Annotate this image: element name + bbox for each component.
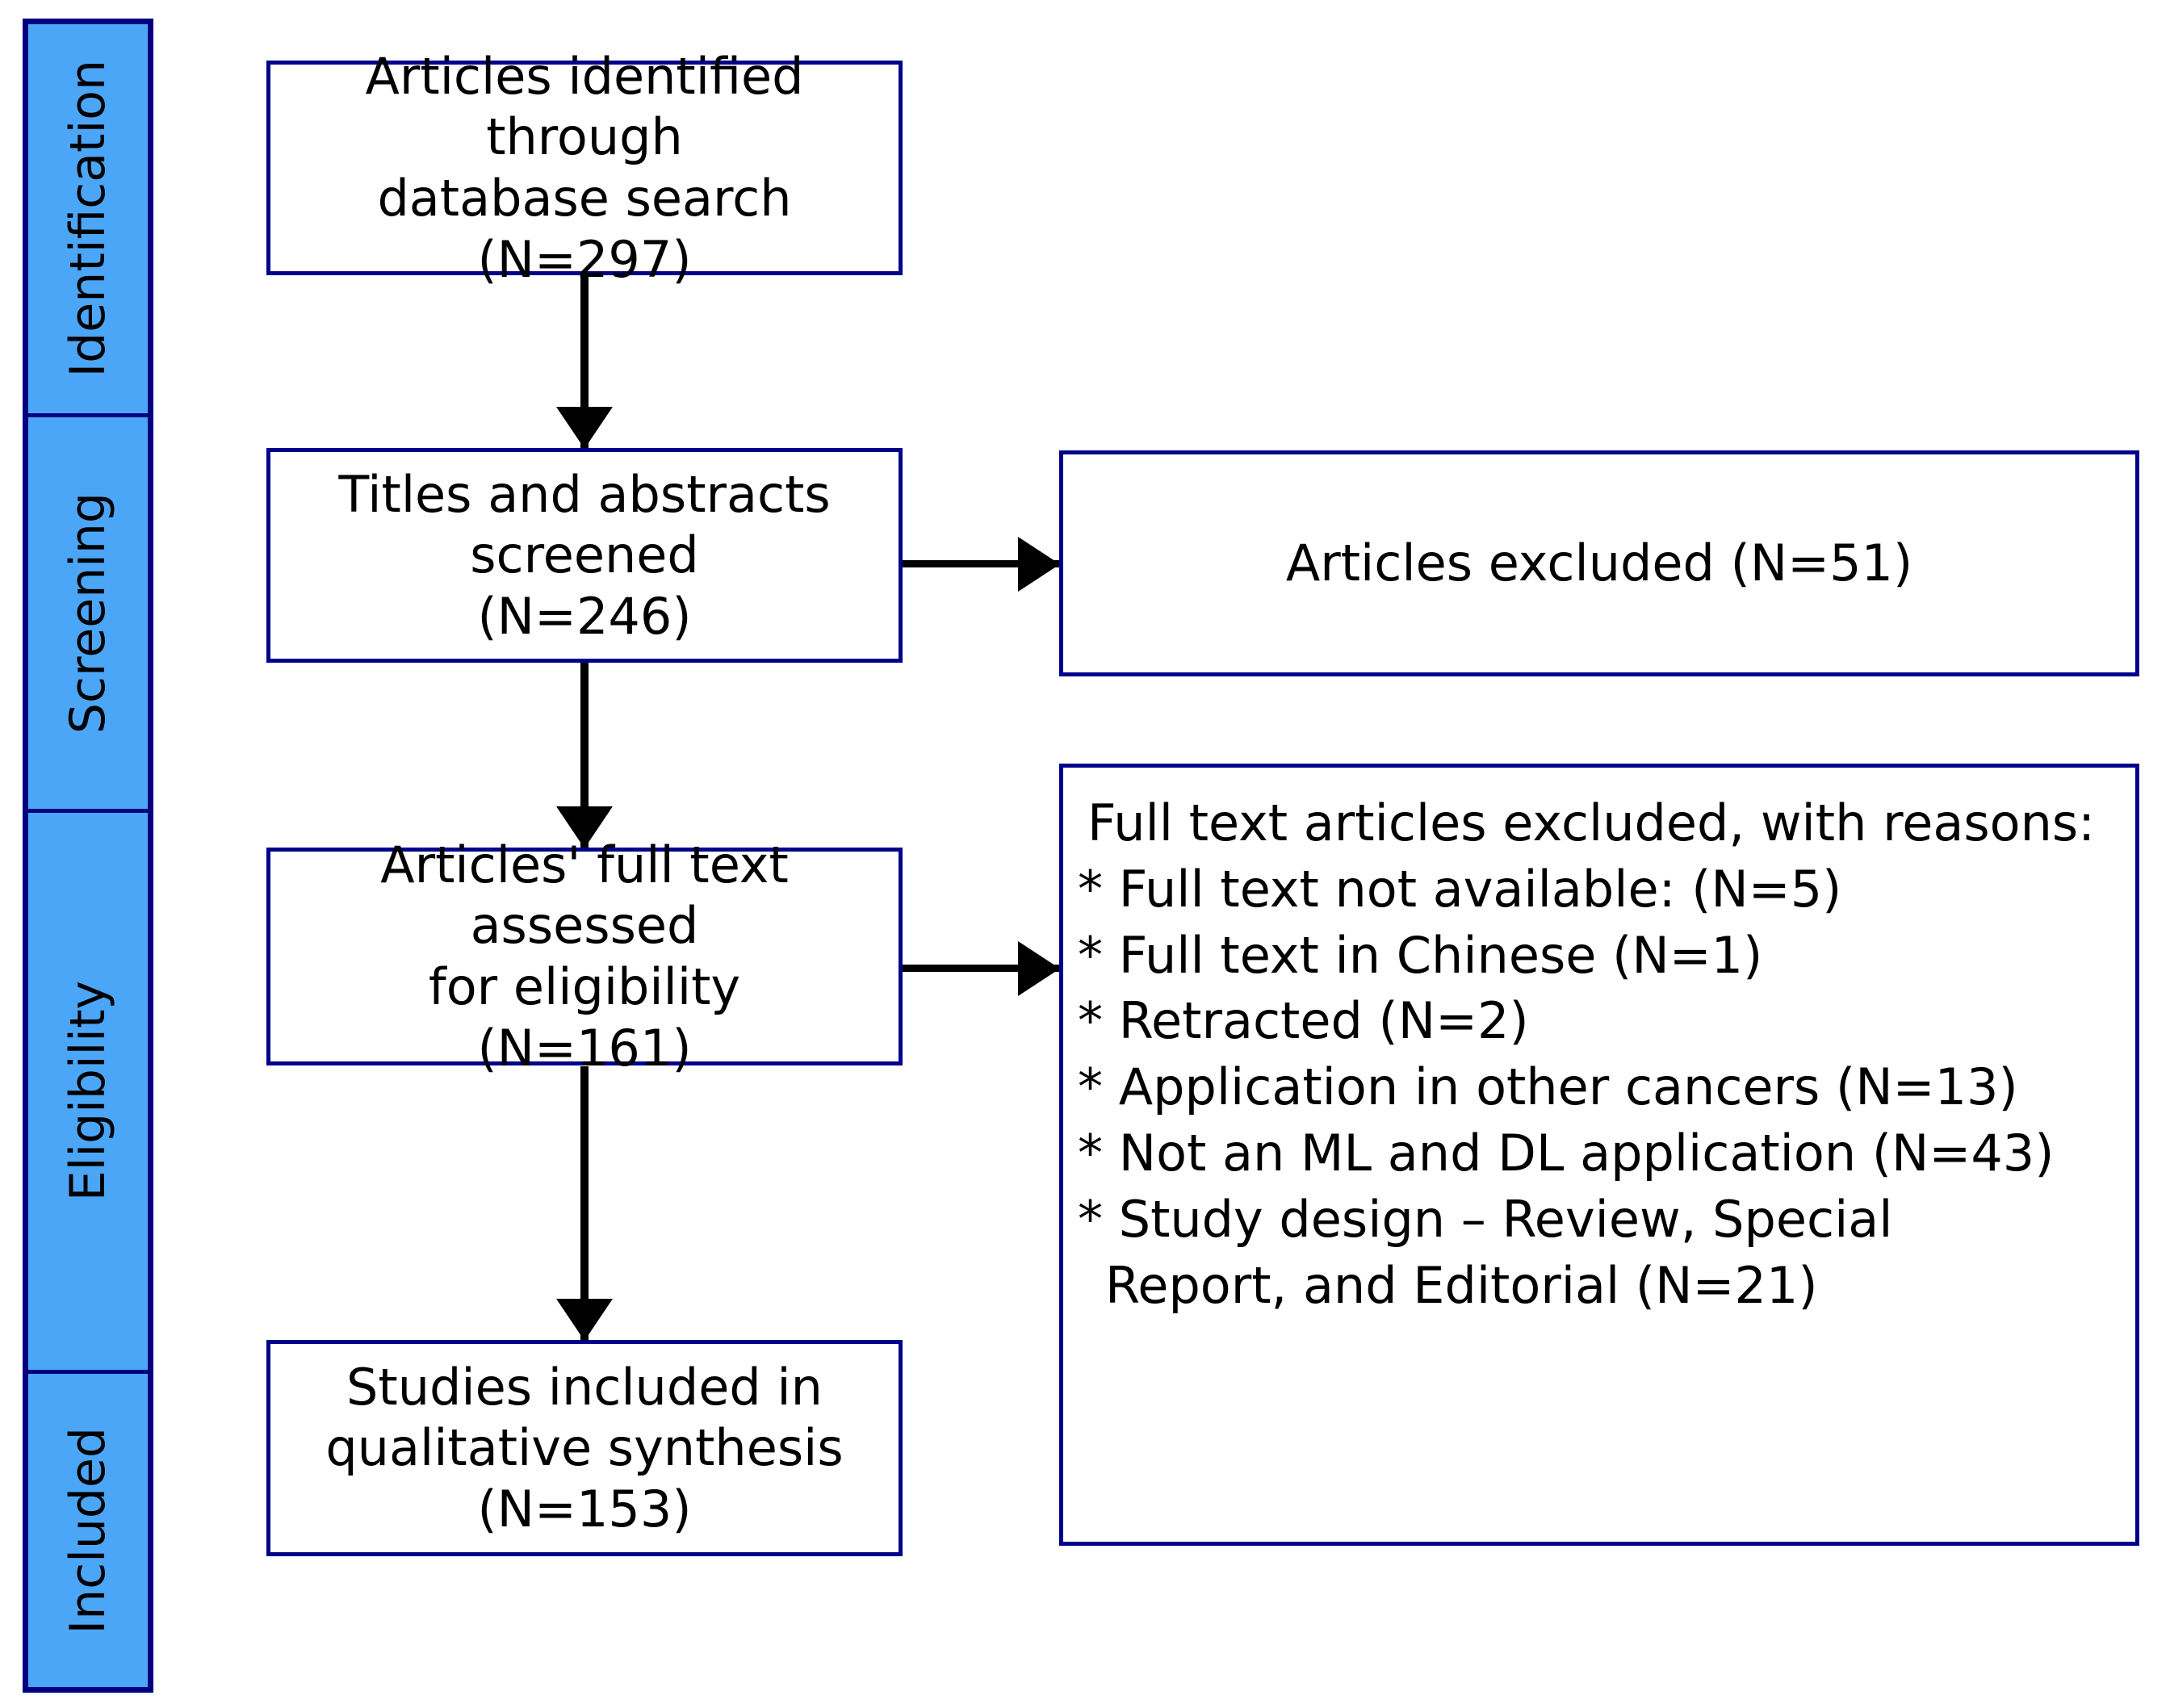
arrow-screened-to-assessed xyxy=(556,663,613,848)
exclusion-reason-item: * Full text not available: (N=5) xyxy=(1078,859,1842,919)
arrowhead-right-icon xyxy=(1018,940,1060,996)
exclusion-reason-item: * Not an ML and DL application (N=43) xyxy=(1078,1124,2055,1183)
stage-label-included: Included xyxy=(60,1426,116,1635)
exclusion-reason-item: * Retracted (N=2) xyxy=(1078,991,1529,1051)
stage-cell-screening: Screening xyxy=(28,417,148,813)
stage-cell-eligibility: Eligibility xyxy=(28,813,148,1374)
box-articles-identified: Articles identified through database sea… xyxy=(266,47,903,289)
box-full-text-excluded-reasons: Full text articles excluded, with reason… xyxy=(1059,764,2139,1546)
box-titles-abstracts-screened: Titles and abstracts screened (N=246) xyxy=(266,448,903,663)
box-studies-included-text: Studies included in qualitative synthesi… xyxy=(325,1357,844,1538)
box-articles-identified-text: Articles identified through database sea… xyxy=(365,46,804,289)
arrow-screened-to-excluded xyxy=(903,536,1060,592)
stage-label-screening: Screening xyxy=(60,492,116,735)
stage-cell-included: Included xyxy=(28,1374,148,1687)
exclusion-reason-item: * Full text in Chinese (N=1) xyxy=(1078,925,1763,985)
arrowhead-right-icon xyxy=(1018,536,1060,592)
arrowhead-down-icon xyxy=(556,407,613,449)
stage-sidebar: Identification Screening Eligibility Inc… xyxy=(23,19,153,1693)
arrow-assessed-to-excluded-reasons xyxy=(903,940,1060,996)
box-studies-included: Studies included in qualitative synthesi… xyxy=(266,1340,903,1556)
exclusion-reason-continuation: Report, and Editorial (N=21) xyxy=(1105,1255,1818,1315)
arrowhead-down-icon xyxy=(556,806,613,848)
arrow-assessed-to-included xyxy=(556,1066,613,1341)
exclusion-reason-list: Full text articles excluded, with reason… xyxy=(1078,790,2121,1319)
arrow-identified-to-screened xyxy=(556,275,613,449)
stage-label-eligibility: Eligibility xyxy=(60,981,116,1202)
exclusion-reason-item: * Study design – Review, Special xyxy=(1078,1189,1893,1249)
exclusion-reasons-title: Full text articles excluded, with reason… xyxy=(1087,793,2096,852)
box-full-text-assessed-text: Articles' full text assessed for eligibi… xyxy=(380,835,789,1078)
box-full-text-assessed: Articles' full text assessed for eligibi… xyxy=(266,835,903,1078)
box-articles-excluded-text: Articles excluded (N=51) xyxy=(1285,534,1913,593)
box-titles-abstracts-screened-text: Titles and abstracts screened (N=246) xyxy=(338,464,831,646)
arrowhead-down-icon xyxy=(556,1299,613,1341)
box-articles-excluded: Articles excluded (N=51) xyxy=(1059,450,2139,676)
exclusion-reason-item: * Application in other cancers (N=13) xyxy=(1078,1057,2018,1117)
stage-label-identification: Identification xyxy=(60,60,116,378)
stage-cell-identification: Identification xyxy=(28,24,148,417)
